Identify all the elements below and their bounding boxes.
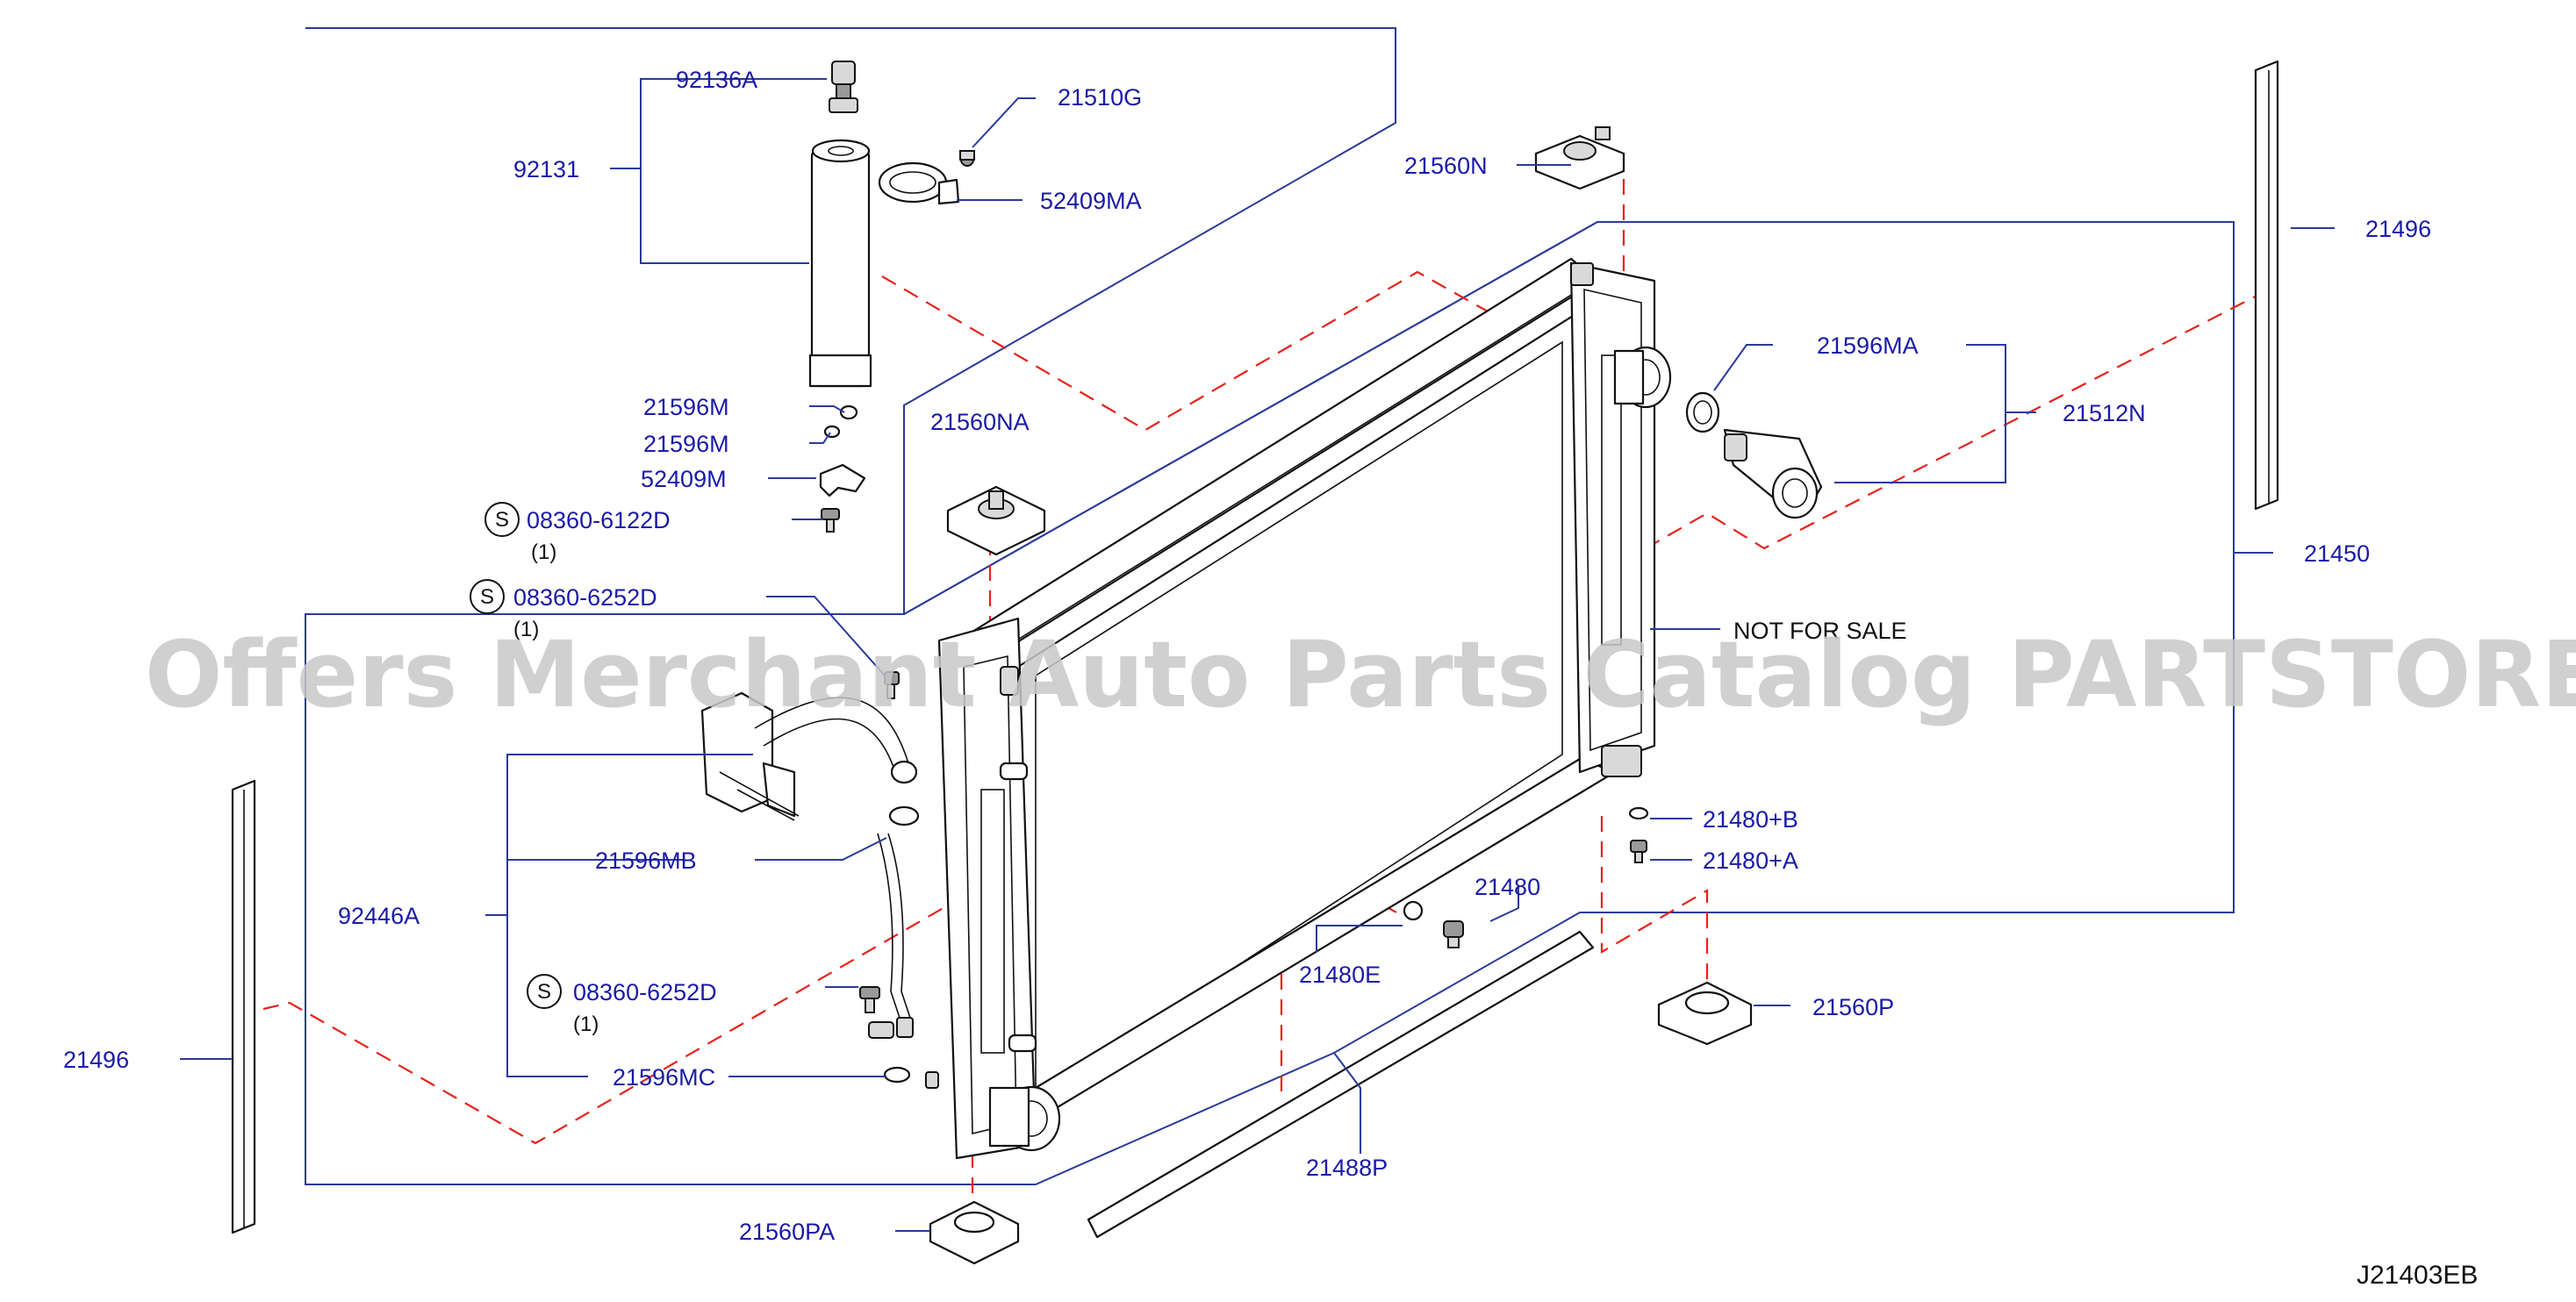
label-21488P: 21488P xyxy=(1306,1155,1388,1181)
label-21596M-b: 21596M xyxy=(643,431,729,457)
label-21560P: 21560P xyxy=(1812,994,1894,1020)
bolts xyxy=(821,508,1649,1013)
label-92136A: 92136A xyxy=(676,67,757,93)
std-symbol-1: S xyxy=(495,508,509,532)
leader-lines xyxy=(180,78,2335,1232)
label-08360-6252D-a: 08360-6252D xyxy=(513,584,657,611)
std-symbol-circle-1 xyxy=(484,502,520,537)
qty-08360-6252D-a: (1) xyxy=(513,618,539,641)
qty-08360-6122D: (1) xyxy=(531,540,556,564)
label-52409MA: 52409MA xyxy=(1040,188,1142,214)
label-21510G: 21510G xyxy=(1058,84,1142,111)
label-21596MB: 21596MB xyxy=(595,848,697,874)
seal-strips xyxy=(231,60,2279,1239)
qty-08360-6252D-b: (1) xyxy=(573,1012,599,1036)
std-symbol-2: S xyxy=(480,585,494,609)
label-21560NA: 21560NA xyxy=(930,409,1030,435)
bracket-clamp xyxy=(878,150,975,205)
pressure-switch xyxy=(829,61,858,113)
label-21480A: 21480+A xyxy=(1703,848,1798,874)
oil-cooler-pipes xyxy=(700,691,939,1089)
label-21512N: 21512N xyxy=(2063,400,2146,426)
label-92446A: 92446A xyxy=(338,903,420,929)
water-outlet xyxy=(1685,391,1823,519)
label-21596M-a: 21596M xyxy=(643,394,729,420)
radiator-core xyxy=(937,257,1672,1160)
radiator-assembly-outline xyxy=(903,221,2235,913)
label-08360-6122D: 08360-6122D xyxy=(527,507,671,533)
std-symbol-circle-3 xyxy=(527,974,562,1009)
label-21560N: 21560N xyxy=(1404,153,1488,179)
mount-insulators xyxy=(929,126,1753,1265)
label-21480E: 21480E xyxy=(1299,962,1381,988)
label-21596MC: 21596MC xyxy=(613,1064,715,1091)
label-08360-6252D-b: 08360-6252D xyxy=(573,979,717,1005)
label-21496-top: 21496 xyxy=(2365,216,2431,242)
label-21450: 21450 xyxy=(2304,540,2370,567)
label-92131: 92131 xyxy=(513,156,579,182)
label-21496-left: 21496 xyxy=(63,1047,129,1073)
label-52409M: 52409M xyxy=(641,466,727,492)
std-symbol-circle-2 xyxy=(470,579,505,614)
label-21596MA: 21596MA xyxy=(1817,333,1919,359)
label-21480B: 21480+B xyxy=(1703,806,1798,833)
receiver-drier xyxy=(808,139,872,388)
std-symbol-3: S xyxy=(537,980,551,1004)
note-not-for-sale: NOT FOR SALE xyxy=(1733,618,1907,644)
bracket-52409M xyxy=(819,463,866,497)
part-labels: 92136A 21510G 92131 52409MA 21560N 21496… xyxy=(63,67,2478,1290)
diagram-code: J21403EB xyxy=(2357,1261,2478,1290)
label-21560PA: 21560PA xyxy=(739,1219,835,1245)
group-outlines xyxy=(305,27,2235,1185)
label-21480: 21480 xyxy=(1475,874,1540,900)
watermark: Offers Merchant Auto Parts Catalog PARTS… xyxy=(145,621,2576,728)
